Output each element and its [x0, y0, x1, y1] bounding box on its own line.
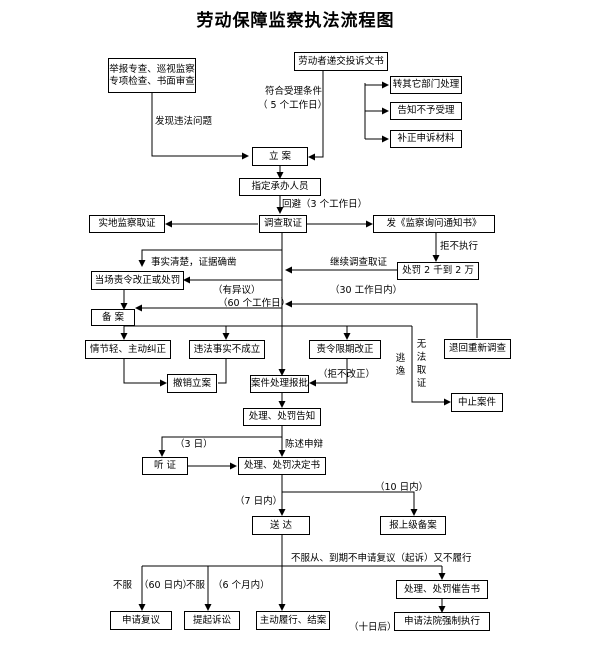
complaint-box: 劳动者递交投诉文书	[294, 52, 388, 71]
thirty-days-label: （30 工作日内）	[330, 285, 403, 296]
fine-box: 处罚 2 千到 2 万	[397, 262, 479, 280]
not-accept-1-label: 不服	[113, 580, 133, 591]
investigate-box: 调查取证	[259, 215, 307, 233]
order-deadline-box: 责令限期改正	[309, 340, 381, 359]
case-approval-box: 案件处理报批	[250, 375, 309, 393]
minor-box: 情节轻、主动纠正	[85, 340, 171, 359]
six-months-label: （6 个月内）	[213, 580, 270, 591]
ten-days-after-label: （十日后）	[349, 622, 397, 633]
terminate-box: 中止案件	[451, 393, 503, 412]
record-box: 备 案	[91, 309, 135, 326]
supplement-box: 补正申诉材料	[390, 130, 462, 148]
defense-label: 陈述申辩	[285, 439, 324, 450]
continue-investigation-label: 继续调查取证	[330, 257, 388, 268]
assign-box: 指定承办人员	[239, 178, 321, 196]
apply-review-box: 申请复议	[110, 611, 172, 630]
page-title: 劳动保障监察执法流程图	[196, 11, 395, 31]
notify-reject-box: 告知不予受理	[390, 102, 462, 120]
cancel-case-box: 撤销立案	[167, 374, 217, 393]
reinvestigate-box: 退回重新调查	[444, 339, 511, 359]
violation-found-label: 发现违法问题	[155, 116, 213, 127]
ten-days-within-label: （10 日内）	[375, 482, 429, 493]
unfounded-box: 违法事实不成立	[189, 340, 265, 359]
court-enforce-box: 申请法院强制执行	[394, 612, 490, 631]
deliver-box: 送 达	[252, 516, 310, 535]
not-accept-2-label: 不服	[186, 580, 206, 591]
report-superior-box: 报上级备案	[380, 516, 446, 535]
sixty-days-label: （60 个工作日）	[218, 298, 291, 309]
order-correct-box: 当场责令改正或处罚	[91, 271, 184, 290]
seven-days-label: （7 日内）	[235, 496, 283, 507]
no-evidence-label: 无法取证	[416, 339, 427, 389]
comply-box: 主动履行、结案	[256, 611, 330, 630]
five-days-label: （ 5 个工作日）	[258, 100, 328, 111]
decision-doc-box: 处理、处罚决定书	[238, 457, 326, 475]
decision-notice-box: 处理、处罚告知	[243, 408, 321, 426]
flee-label: 逃逸	[395, 353, 406, 377]
accept-condition-label: 符合受理条件	[265, 86, 323, 97]
onsite-box: 实地监察取证	[89, 215, 165, 233]
sixty-days-within-label: （60 日内）	[139, 580, 193, 591]
file-lawsuit-box: 提起诉讼	[184, 611, 240, 630]
recuse-label: 回避（3 个工作日）	[282, 199, 368, 210]
demand-notice-box: 处理、处罚催告书	[396, 580, 488, 599]
not-comply-label: 不服从、到期不申请复议（起诉）又不履行	[291, 553, 472, 564]
objection-label: （有异议）	[213, 285, 261, 296]
refuse-exec-label: 拒不执行	[440, 241, 479, 252]
transfer-box: 转其它部门处理	[390, 76, 462, 94]
case-filing-box: 立 案	[252, 147, 308, 166]
hearing-box: 听 证	[142, 457, 188, 475]
sources-box: 举报专查、巡视监察 专项检查、书面审查	[108, 58, 196, 93]
inquiry-notice-box: 发《监察询问通知书》	[373, 215, 495, 233]
three-days-label: （3 日）	[175, 439, 213, 450]
facts-clear-label: 事实清楚，证据确凿	[151, 257, 237, 268]
refuse-correct-label: （拒不改正）	[318, 369, 376, 380]
